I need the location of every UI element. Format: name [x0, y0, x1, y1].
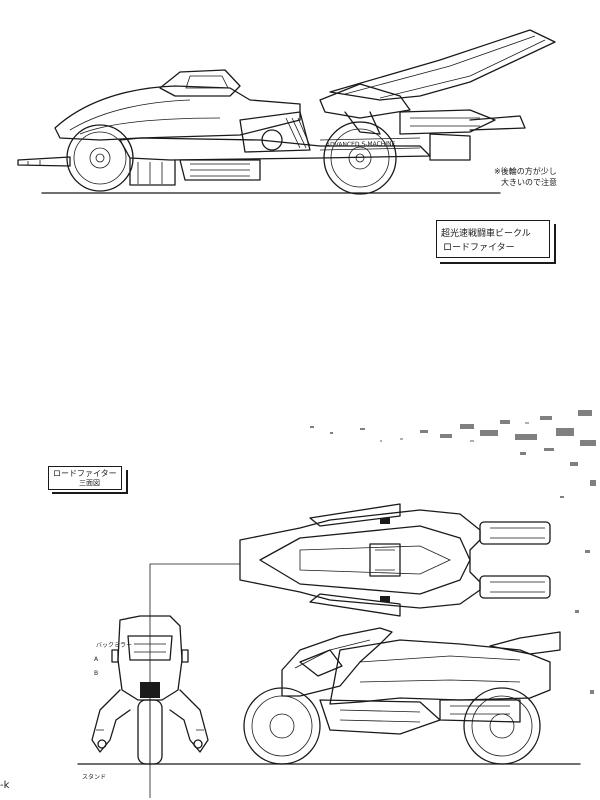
bottom-sheet: ロードファイター 三面図: [0, 400, 600, 800]
front-view-drawing: [91, 615, 209, 765]
orthographic-title-box: ロードファイター 三面図: [48, 466, 122, 490]
top-sheet: ADVANCED S-MACHINE ※後輪の方が少し 大きいので注意 超光速戦…: [17, 29, 557, 264]
ortho-title-line1: ロードファイター: [53, 469, 117, 478]
orthographic-title-shadow: [52, 470, 128, 494]
title-line2: ロードファイター: [443, 243, 515, 253]
side-view-vehicle-drawing: [17, 29, 556, 195]
side-note-line1: ※後輪の方が少し: [494, 167, 557, 176]
top-view-drawing: [239, 503, 551, 617]
label-stand: スタンド: [82, 774, 107, 781]
corner-mark: -k: [0, 780, 10, 791]
label-b: B: [94, 670, 99, 677]
orthographic-views: [77, 503, 581, 798]
title-box-shadow: [440, 224, 556, 264]
label-a: A: [94, 656, 99, 663]
body-label: ADVANCED S-MACHINE: [325, 140, 396, 149]
side-view-drawing: [243, 627, 561, 765]
front-wheel: [66, 124, 134, 192]
side-note-line2: 大きいので注意: [501, 178, 557, 187]
title-line1: 超光速戦闘車ビークル: [441, 229, 531, 239]
label-backmirror: バックミラー: [96, 642, 133, 649]
photocopy-noise: [310, 410, 596, 694]
title-box: 超光速戦闘車ビークル ロードファイター: [436, 220, 550, 258]
ortho-title-line2: 三面図: [79, 479, 100, 487]
